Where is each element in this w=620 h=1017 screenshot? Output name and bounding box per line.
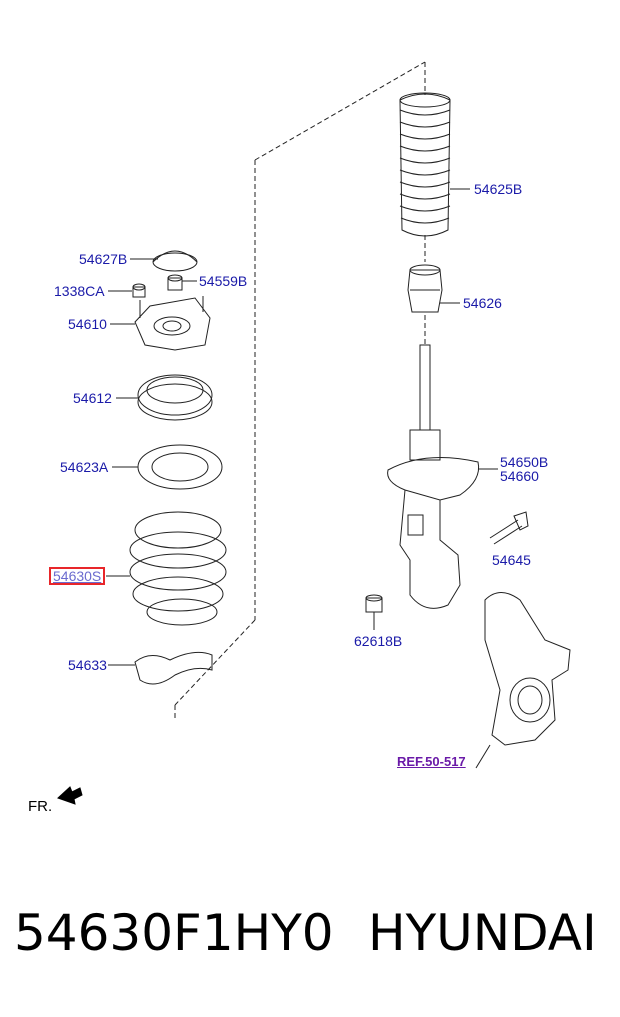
label-54625B[interactable]: 54625B: [474, 181, 523, 197]
bearing-54612: [137, 374, 213, 421]
part-number: 54630F1HY0: [14, 904, 334, 962]
label-54623A[interactable]: 54623A: [60, 459, 109, 475]
dust-boot-54625B: [399, 92, 451, 237]
coil-spring-54630S: [129, 511, 227, 626]
label-54660[interactable]: 54660: [500, 468, 539, 484]
label-54645[interactable]: 54645: [492, 552, 531, 568]
parts-diagram: 54625B 54627B 54559B 1338CA 54610 54626 …: [28, 61, 571, 815]
nut-62618B: [365, 594, 383, 613]
nut-54559B: [167, 274, 183, 291]
label-54633[interactable]: 54633: [68, 657, 107, 673]
lower-pad-54633: [134, 651, 213, 685]
label-54559B[interactable]: 54559B: [199, 273, 248, 289]
parts-drawing: [57, 61, 571, 805]
steering-knuckle: [484, 592, 571, 746]
label-1338CA[interactable]: 1338CA: [54, 283, 105, 299]
leader-lines: [106, 188, 498, 769]
front-arrow-icon: [57, 786, 83, 805]
front-direction-label: FR.: [28, 798, 53, 815]
label-54650B[interactable]: 54650B: [500, 454, 549, 470]
label-54630S[interactable]: 54630S: [49, 567, 106, 585]
label-54627B[interactable]: 54627B: [79, 251, 128, 267]
ref-link[interactable]: REF.50-517: [397, 754, 466, 769]
brand-name: HYUNDAI: [368, 904, 597, 962]
label-54610[interactable]: 54610: [68, 316, 107, 332]
label-62618B[interactable]: 62618B: [354, 633, 403, 649]
nut-1338CA: [132, 283, 146, 298]
label-54612[interactable]: 54612: [73, 390, 112, 406]
mounting-54610: [134, 296, 211, 351]
bump-stop-54626: [407, 264, 443, 313]
label-54626[interactable]: 54626: [463, 295, 502, 311]
bolt-54645: [489, 511, 529, 545]
assembly-outline: [174, 61, 426, 720]
strut-54650B: [387, 344, 480, 609]
spring-pad-54623A: [137, 444, 223, 490]
caption: 54630F1HY0 HYUNDAI: [0, 900, 620, 980]
cap-54627B: [152, 250, 198, 272]
